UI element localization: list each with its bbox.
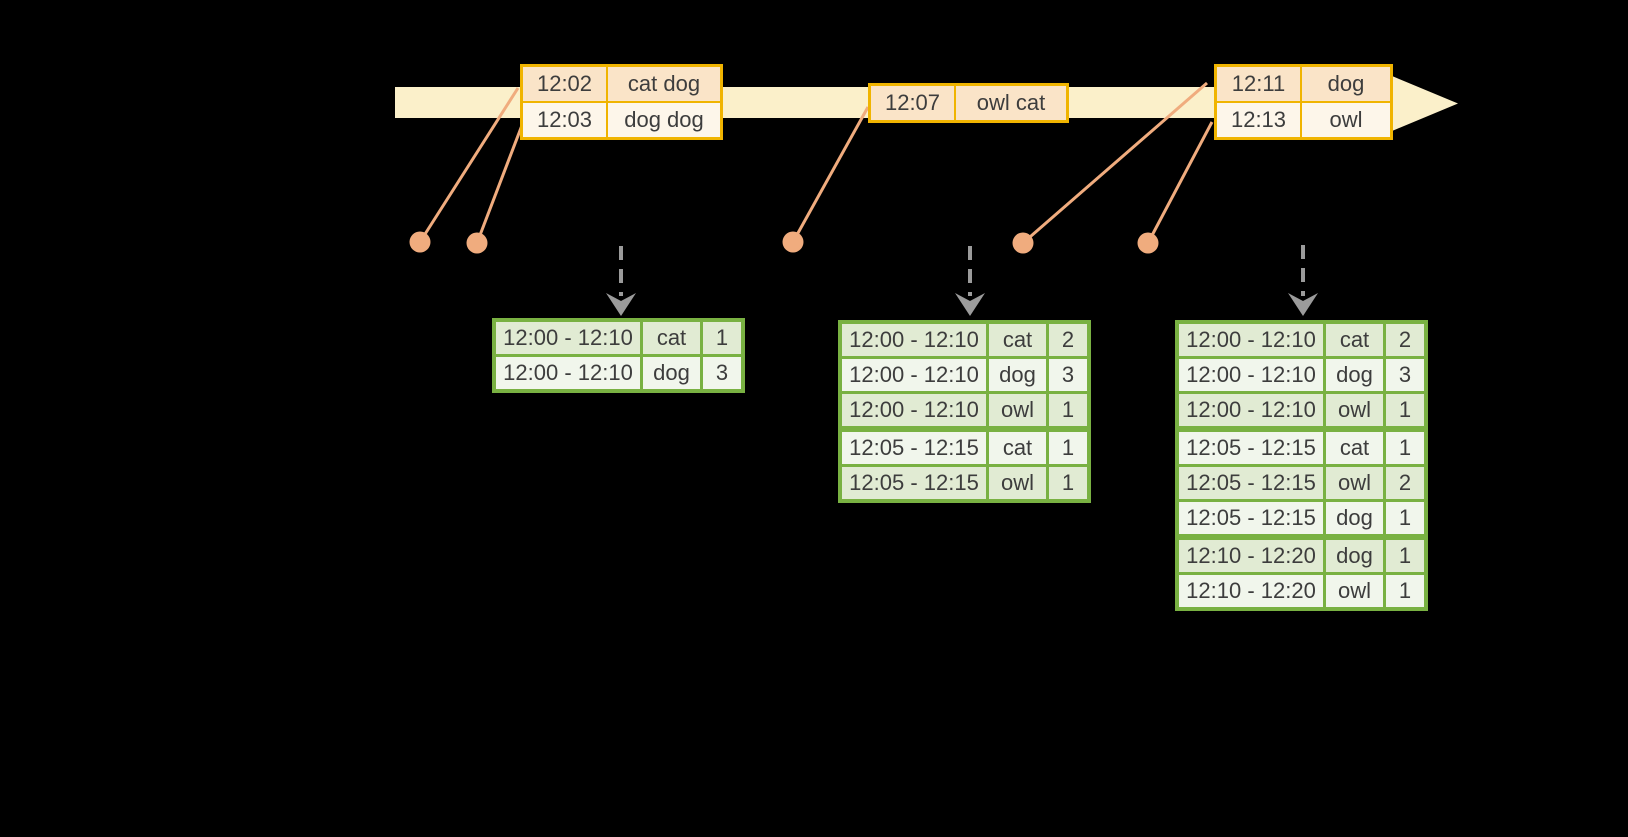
event-connector-line [475, 119, 526, 244]
timeline-arrowhead-icon [1392, 76, 1458, 131]
word-cell: dog [989, 359, 1046, 391]
trigger-arrowhead-icon [955, 293, 985, 316]
window-cell: 12:10 - 12:20 [1179, 540, 1323, 572]
event-dot-icon [782, 231, 804, 253]
word-cell: dog [1326, 502, 1383, 534]
word-cell: owl [1326, 575, 1383, 607]
window-cell: 12:05 - 12:15 [842, 432, 986, 464]
word-cell: cat [643, 322, 700, 354]
words-cell: owl [1302, 103, 1390, 137]
count-cell: 1 [1049, 394, 1087, 426]
window-cell: 12:00 - 12:10 [1179, 359, 1323, 391]
count-cell: 1 [703, 322, 741, 354]
event-connector-line [1022, 81, 1208, 245]
window-cell: 12:00 - 12:10 [1179, 394, 1323, 426]
event-dot-icon [409, 231, 431, 253]
count-cell: 1 [1386, 432, 1424, 464]
window-cell: 12:05 - 12:15 [842, 467, 986, 499]
words-cell: owl cat [956, 86, 1066, 120]
count-cell: 3 [1049, 359, 1087, 391]
count-cell: 1 [1386, 394, 1424, 426]
window-cell: 12:00 - 12:10 [842, 394, 986, 426]
window-cell: 12:05 - 12:15 [1179, 502, 1323, 534]
count-cell: 2 [1386, 324, 1424, 356]
window-cell: 12:00 - 12:10 [842, 359, 986, 391]
event-dot-icon [466, 232, 488, 254]
word-cell: cat [989, 432, 1046, 464]
time-cell: 12:03 [523, 103, 606, 137]
trigger-arrowhead-icon [1288, 293, 1318, 316]
window-cell: 12:10 - 12:20 [1179, 575, 1323, 607]
event-connector-line [1146, 121, 1214, 244]
window-cell: 12:00 - 12:10 [496, 322, 640, 354]
word-cell: dog [1326, 540, 1383, 572]
time-cell: 12:13 [1217, 103, 1300, 137]
count-cell: 2 [1386, 467, 1424, 499]
count-cell: 1 [1386, 575, 1424, 607]
words-cell: dog [1302, 67, 1390, 101]
time-cell: 12:07 [871, 86, 954, 120]
count-cell: 1 [1049, 467, 1087, 499]
time-cell: 12:11 [1217, 67, 1300, 101]
window-cell: 12:05 - 12:15 [1179, 467, 1323, 499]
window-cell: 12:05 - 12:15 [1179, 432, 1323, 464]
event-dot-icon [1137, 232, 1159, 254]
word-cell: owl [989, 467, 1046, 499]
word-cell: owl [989, 394, 1046, 426]
count-cell: 1 [1386, 502, 1424, 534]
window-cell: 12:00 - 12:10 [842, 324, 986, 356]
count-cell: 2 [1049, 324, 1087, 356]
word-cell: owl [1326, 394, 1383, 426]
count-cell: 1 [1049, 432, 1087, 464]
time-cell: 12:02 [523, 67, 606, 101]
word-cell: dog [1326, 359, 1383, 391]
count-cell: 1 [1386, 540, 1424, 572]
trigger-arrowhead-icon [606, 293, 636, 316]
word-cell: owl [1326, 467, 1383, 499]
words-cell: cat dog [608, 67, 720, 101]
word-cell: cat [989, 324, 1046, 356]
word-cell: dog [643, 357, 700, 389]
event-dot-icon [1012, 232, 1034, 254]
word-cell: cat [1326, 324, 1383, 356]
window-cell: 12:00 - 12:10 [496, 357, 640, 389]
event-connector-line [791, 106, 870, 243]
event-connector-line [418, 87, 520, 243]
count-cell: 3 [703, 357, 741, 389]
window-cell: 12:00 - 12:10 [1179, 324, 1323, 356]
word-cell: cat [1326, 432, 1383, 464]
count-cell: 3 [1386, 359, 1424, 391]
words-cell: dog dog [608, 103, 720, 137]
